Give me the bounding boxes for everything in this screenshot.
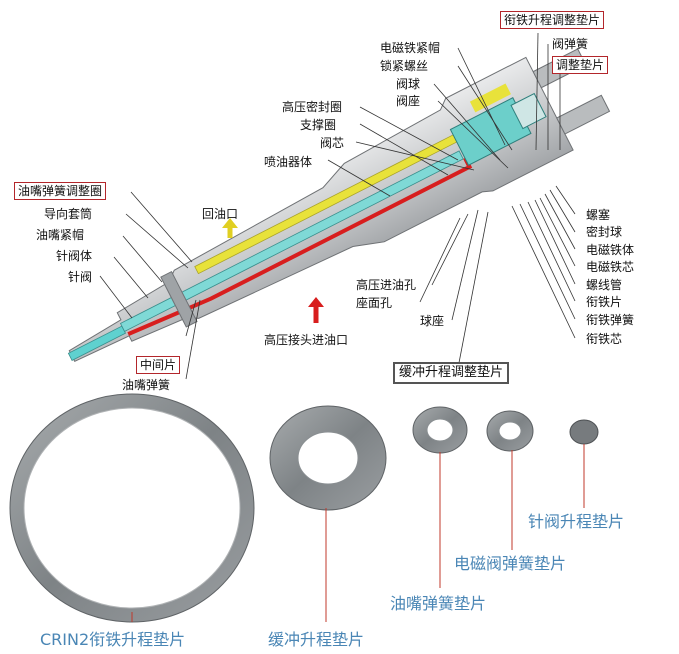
label-plug: 螺塞 xyxy=(586,208,611,222)
label-lock-screw: 锁紧螺丝 xyxy=(380,59,429,73)
return-arrowhead xyxy=(222,218,238,228)
label-middle-piece: 中间片 xyxy=(136,356,181,374)
shim-needle-lift xyxy=(569,419,599,445)
label-nozzle-nut: 油嘴紧帽 xyxy=(36,228,85,242)
label-coil-tube: 螺线管 xyxy=(586,278,623,292)
label-needle-valve: 针阀 xyxy=(68,270,93,284)
label-return-port: 回油口 xyxy=(202,207,239,221)
label-nozzle-spring-adjust-ring: 油嘴弹簧调整圈 xyxy=(14,182,107,200)
shim-pointers xyxy=(131,444,585,622)
shim-buffer-lift xyxy=(269,405,387,511)
label-nozzle-spring: 油嘴弹簧 xyxy=(122,378,171,392)
label-guide-sleeve: 导向套筒 xyxy=(44,207,93,221)
leader-lines xyxy=(99,32,576,380)
label-adjust-shim: 调整垫片 xyxy=(552,56,609,74)
terminal-lower xyxy=(556,94,611,135)
label-buffer-lift-shim: 缓冲升程调整垫片 xyxy=(393,362,510,384)
label-valve-spring: 阀弹簧 xyxy=(552,37,589,51)
solenoid-yellow-core xyxy=(469,83,511,113)
label-armature-lift-shim: 衔铁升程调整垫片 xyxy=(500,11,605,29)
label-valve-seat: 阀座 xyxy=(396,94,421,108)
label-valve-core: 阀芯 xyxy=(320,136,345,150)
body-flange xyxy=(160,270,198,328)
label-hp-seal: 高压密封圈 xyxy=(282,100,343,114)
label-ball-seat: 球座 xyxy=(420,314,445,328)
armature-spring-block xyxy=(510,92,547,130)
caption-buffer-lift-shim: 缓冲升程垫片 xyxy=(268,630,365,649)
label-em-nut: 电磁铁紧帽 xyxy=(380,41,441,55)
caption-needle-lift-shim: 针阀升程垫片 xyxy=(528,512,625,531)
label-hp-connector-inlet: 高压接头进油口 xyxy=(264,333,349,347)
caption-solenoid-spring-shim: 电磁阀弹簧垫片 xyxy=(454,554,567,573)
shim-crin2-armature xyxy=(9,393,255,623)
label-armature-core: 衔铁芯 xyxy=(586,332,623,346)
label-em-core: 电磁铁芯 xyxy=(586,260,635,274)
label-seal-ball: 密封球 xyxy=(586,225,623,239)
label-injector-body: 喷油器体 xyxy=(264,155,313,169)
label-hp-inlet-hole: 高压进油孔 xyxy=(356,278,417,292)
injector-assembly xyxy=(67,48,611,363)
label-needle-body: 针阀体 xyxy=(56,249,93,263)
hp-inlet-arrowhead xyxy=(308,297,324,307)
nozzle-tip xyxy=(67,325,127,362)
label-armature-spring: 衔铁弹簧 xyxy=(586,313,635,327)
label-em-body: 电磁铁体 xyxy=(586,243,635,257)
caption-crin2-armature-shim: CRIN2衔铁升程垫片 xyxy=(40,630,186,649)
label-armature-piece: 衔铁片 xyxy=(586,295,623,309)
label-support-ring: 支撑圈 xyxy=(300,118,337,132)
label-valve-ball: 阀球 xyxy=(396,77,421,91)
needle-valve-rod xyxy=(119,150,464,332)
caption-nozzle-spring-shim: 油嘴弹簧垫片 xyxy=(390,594,487,613)
shim-nozzle-spring xyxy=(412,406,468,454)
shim-solenoid-spring xyxy=(486,410,534,452)
label-seat-hole: 座面孔 xyxy=(356,296,393,310)
